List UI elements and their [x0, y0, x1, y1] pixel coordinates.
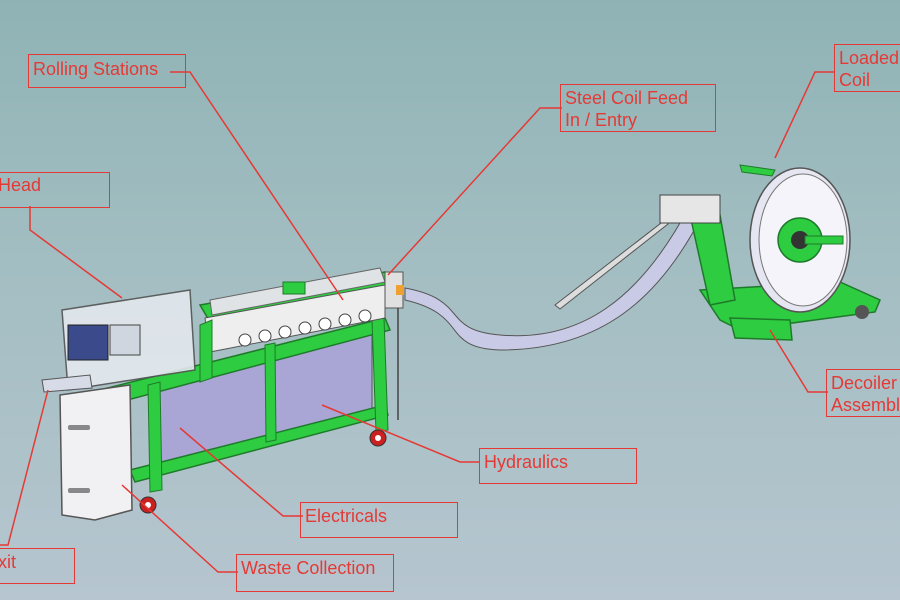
castor-rear-inner: [375, 435, 381, 441]
leader-exit: [0, 389, 49, 546]
callout-exit: xit: [0, 548, 75, 584]
leader-waste: [121, 484, 238, 573]
coil-spindle-arm: [804, 235, 844, 245]
leader-hydraulics: [321, 404, 480, 463]
callout-decoiler-line-2: Assembly: [831, 395, 900, 415]
callout-decoiler-line-1: Decoiler: [831, 373, 898, 393]
exit-table: [41, 374, 93, 393]
callout-waste-collection-line-1: Waste Collection: [241, 558, 376, 578]
cutting-head-block: [109, 324, 141, 356]
leader-steel-coil: [387, 107, 562, 276]
callout-head-line-1: Head: [0, 175, 42, 195]
feed-entry-sensor: [396, 285, 404, 295]
cutting-head-motor: [67, 324, 109, 361]
callout-steel-coil-feed: Steel Coil Feed In / Entry: [560, 84, 716, 132]
leader-electricals: [179, 427, 303, 517]
callout-hydraulics: Hydraulics: [479, 448, 637, 484]
coil-top-clip: [739, 164, 776, 177]
callout-hydraulics-line-1: Hydraulics: [484, 452, 569, 472]
callout-rolling-stations: Rolling Stations: [28, 54, 186, 88]
bin-handle-bottom: [68, 488, 90, 493]
leader-head: [29, 206, 123, 299]
green-control-box: [282, 281, 306, 295]
rollformer-machine: [41, 267, 404, 521]
callout-waste-collection: Waste Collection: [236, 554, 394, 592]
hydraulic-loop: [199, 319, 213, 383]
decoiler-arm: [689, 214, 736, 306]
strip-guide: [554, 219, 669, 310]
callout-loaded-coil-line-1: Loaded: [839, 48, 900, 68]
decoiler-feed-head: [659, 194, 721, 224]
callout-exit-line-1: xit: [0, 552, 16, 572]
callout-electricals-line-1: Electricals: [305, 506, 388, 526]
decoiler-leg: [729, 317, 793, 341]
callout-steel-coil-feed-line-1: Steel Coil Feed: [565, 88, 689, 108]
leader-loaded-coil: [774, 71, 835, 159]
decoiler-wheel: [855, 305, 869, 319]
decoiler-assembly: [659, 164, 881, 341]
leader-rolling-stations: [170, 71, 344, 301]
bin-handle-top: [68, 425, 90, 430]
leader-decoiler: [769, 329, 828, 393]
callout-loaded-coil-line-2: Coil: [839, 70, 871, 90]
callout-steel-coil-feed-line-2: In / Entry: [565, 110, 638, 130]
leader-lines: [0, 71, 835, 573]
callout-rolling-stations-line-1: Rolling Stations: [33, 59, 159, 79]
frame-bottom-rail: [128, 404, 389, 483]
frame-leg-mid: [264, 342, 277, 443]
callout-electricals: Electricals: [300, 502, 458, 538]
frame-leg-left: [147, 381, 163, 493]
callout-loaded-coil: Loaded Coil: [834, 44, 900, 92]
callout-decoiler: Decoiler Assembly: [826, 369, 900, 417]
callout-head: Head: [0, 172, 110, 208]
waste-collection-bin: [59, 384, 133, 521]
roller-dials: [238, 309, 372, 347]
